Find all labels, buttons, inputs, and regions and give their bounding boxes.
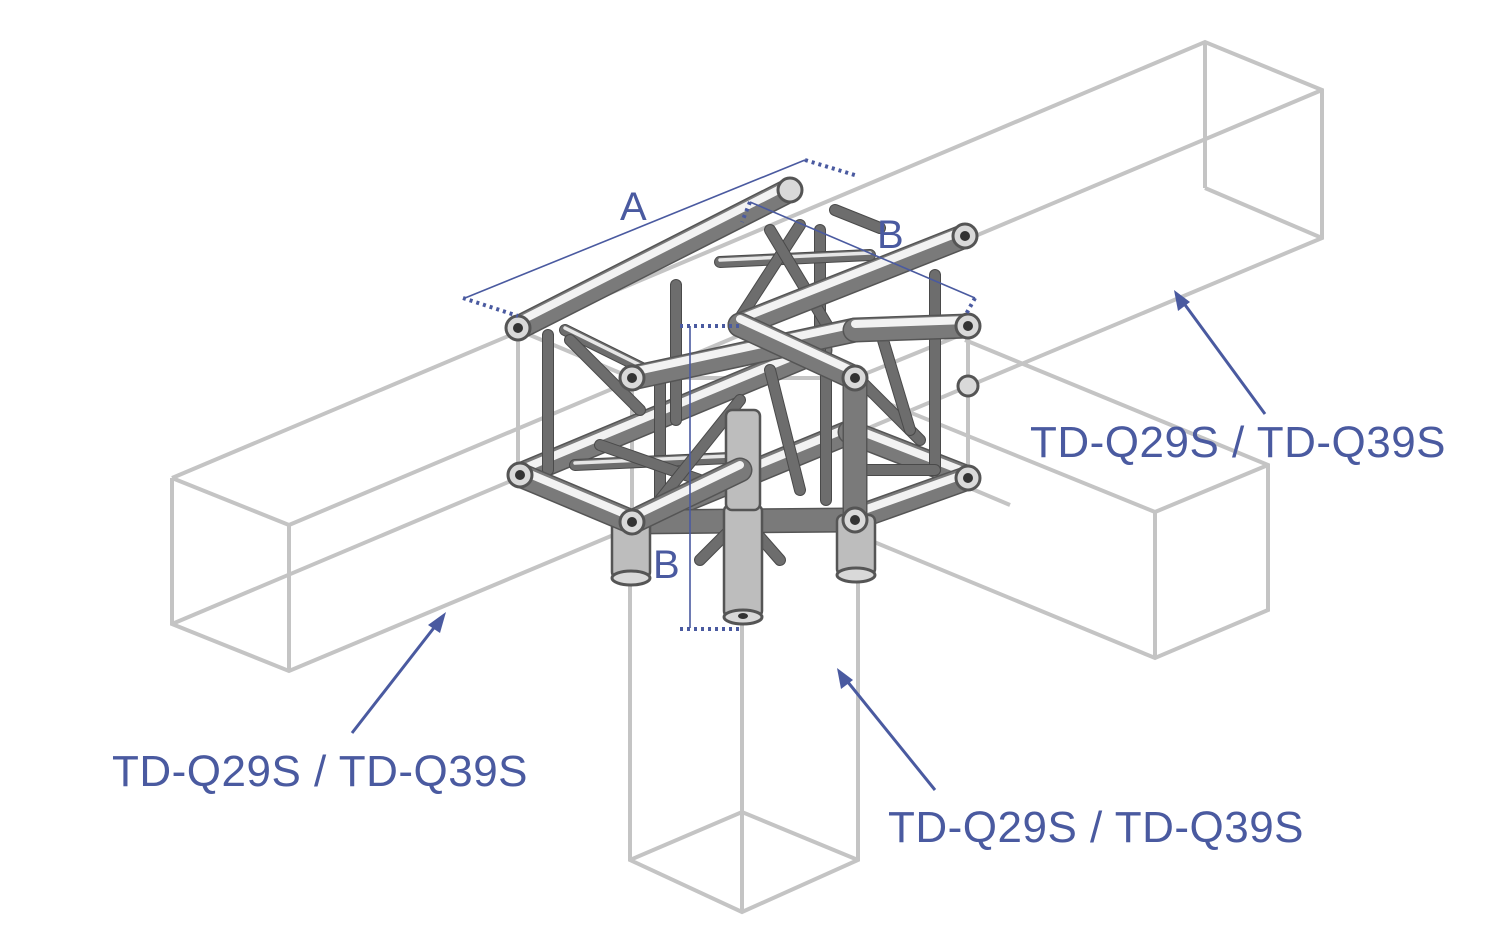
callout-arrow-right (1174, 290, 1267, 415)
truss-top-chords (505, 177, 981, 535)
truss-end-caps (504, 176, 982, 536)
ghost-truss-vertical-leg (628, 518, 860, 915)
dimension-b-top-label: B (877, 213, 904, 257)
callout-arrow-left (350, 612, 446, 734)
ghost-truss-long-beam (170, 39, 1324, 674)
dimension-b-top: B (740, 201, 977, 317)
dimension-b-side: B (653, 324, 742, 631)
callout-label-right: TD-Q29S / TD-Q39S (1030, 418, 1446, 467)
truss-junction (504, 176, 982, 626)
callout-arrow-bottom (837, 668, 937, 791)
dimension-b-side-label: B (653, 543, 680, 587)
callout-label-left: TD-Q29S / TD-Q39S (112, 747, 528, 796)
callout-label-bottom: TD-Q29S / TD-Q39S (888, 803, 1304, 852)
dimension-a-label: A (620, 185, 647, 229)
dimension-a: A (462, 158, 859, 318)
